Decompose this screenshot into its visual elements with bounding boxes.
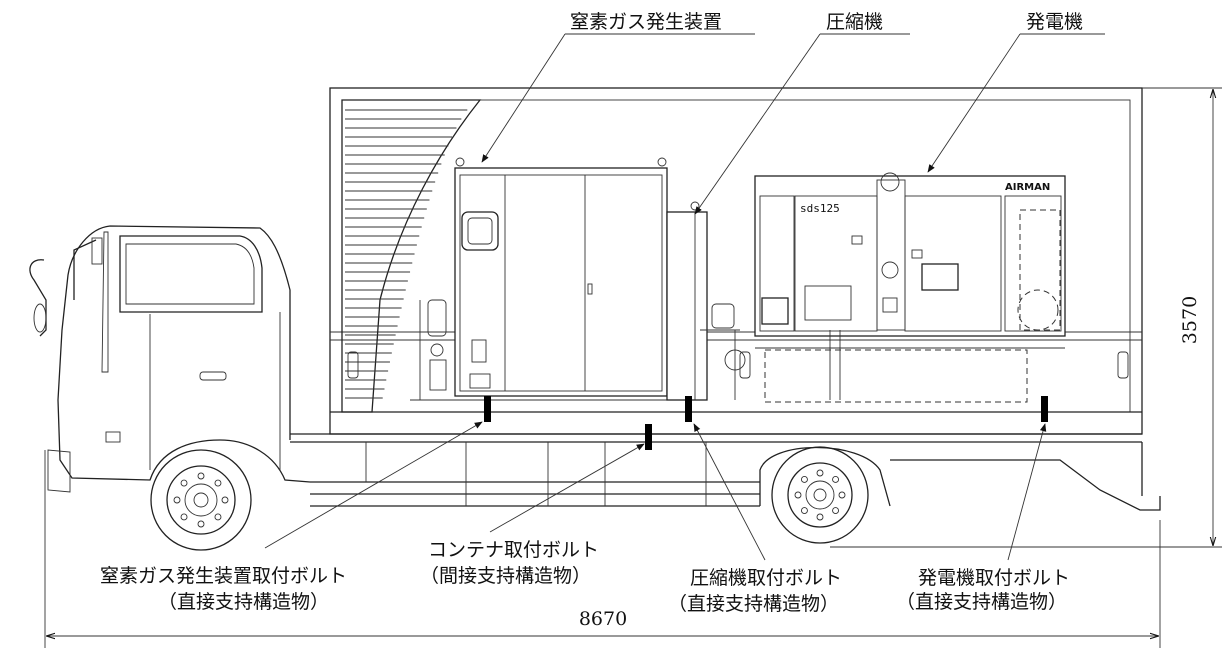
compressor-label: 圧縮機: [826, 11, 883, 33]
rear-wheel: [771, 446, 869, 544]
compressor-bolt-marker: [685, 396, 692, 422]
compressor-bolt-label: 圧縮機取付ボルト: [690, 567, 842, 589]
wheel-stud: [197, 520, 205, 528]
wheel-stud: [197, 472, 205, 480]
length-dimension-value: 8670: [579, 608, 627, 630]
labels: 窒素ガス発生装置 圧縮機 発電機 窒素ガス発生装置取付ボルト （直接支持構造物）…: [100, 11, 1083, 615]
wheel-stud: [832, 507, 840, 515]
roll-shutter: [341, 99, 482, 413]
wheel-stud: [816, 513, 824, 521]
nitrogen-generator-bolt-marker: [484, 396, 491, 422]
wheel-stud: [173, 496, 181, 504]
container-bolt-label: コンテナ取付ボルト: [428, 539, 599, 561]
generator-bolt-type: （直接支持構造物）: [896, 591, 1067, 613]
container-bolt-type: （間接支持構造物）: [420, 565, 591, 587]
wheel-stud: [180, 479, 188, 487]
chassis: [310, 442, 1161, 511]
nitrogen-bolt-label: 窒素ガス発生装置取付ボルト: [100, 565, 347, 587]
compressor-unit: [666, 201, 746, 401]
bolt-markers: [484, 396, 1048, 450]
nitrogen-generator-label: 窒素ガス発生装置: [570, 11, 722, 33]
nitrogen-generator-unit: [410, 157, 680, 401]
wheel-stud: [214, 513, 222, 521]
front-wheel: [150, 449, 252, 551]
wheel-stud: [816, 469, 824, 477]
leader-lines: [264, 33, 1105, 561]
height-dimension-value: 3570: [1179, 296, 1201, 344]
wheel-stud: [214, 479, 222, 487]
dimension-height: 3570: [830, 87, 1222, 548]
compressor-bolt-type: （直接支持構造物）: [668, 593, 839, 615]
container-latches: [347, 351, 1129, 379]
generator-brand-marking: AIRMAN: [1005, 182, 1050, 193]
container-bolt-marker: [645, 424, 652, 450]
wheel-stud: [221, 496, 229, 504]
wheel-stud: [180, 513, 188, 521]
wheel-stud: [794, 491, 802, 499]
wheel-stud: [832, 475, 840, 483]
wheel-stud: [800, 507, 808, 515]
wheel-stud: [838, 491, 846, 499]
nitrogen-bolt-type: （直接支持構造物）: [158, 591, 329, 613]
wheel-stud: [800, 475, 808, 483]
generator-model-marking: sds125: [800, 202, 840, 215]
truck-cab: [29, 225, 311, 493]
generator-bolt-marker: [1041, 396, 1048, 422]
generator-bolt-label: 発電機取付ボルト: [918, 567, 1070, 589]
generator-label: 発電機: [1026, 11, 1083, 33]
dimension-length: 8670: [44, 450, 1161, 648]
generator-unit: sds125 AIRMAN: [754, 172, 1066, 403]
